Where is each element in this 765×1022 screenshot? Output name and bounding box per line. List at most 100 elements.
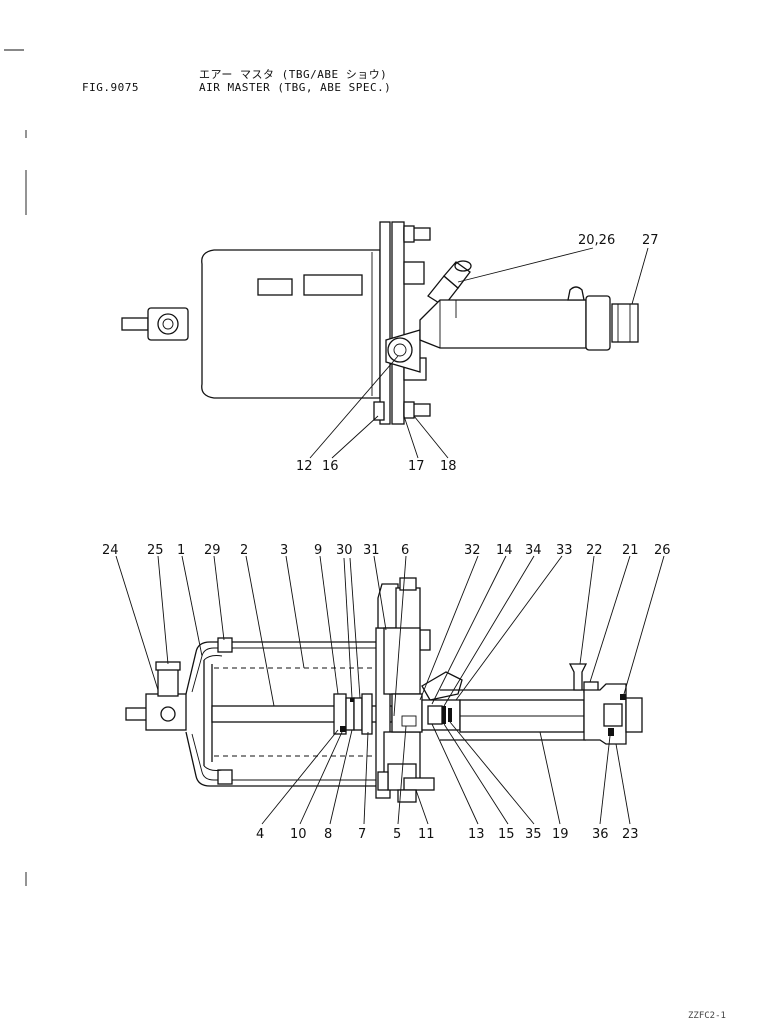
sec-seal-30b [353, 697, 363, 731]
sec-seal-36 [608, 728, 614, 736]
sec-cup-15 [442, 706, 446, 724]
air-master-exterior-view: 20,26 27 12 16 17 18 [121, 221, 659, 474]
callout-4: 4 [256, 827, 264, 842]
nut-lower [403, 401, 415, 419]
callout-22: 22 [586, 543, 603, 558]
breather-fitting [427, 260, 472, 307]
plug-12-inner [393, 343, 407, 357]
callout-27: 27 [642, 233, 659, 248]
callout-36: 36 [592, 827, 609, 842]
sec-ring-31 [361, 693, 373, 735]
callout-24: 24 [102, 543, 119, 558]
bleeder-screw [567, 286, 585, 301]
leader-30b [349, 557, 361, 699]
leader-12 [309, 355, 399, 459]
callout-10: 10 [290, 827, 307, 842]
sec-shell-inner-top [191, 647, 380, 693]
inlet-port-inner [162, 318, 174, 330]
callout-11: 11 [418, 827, 435, 842]
callout-25: 25 [147, 543, 164, 558]
callout-8: 8 [324, 827, 332, 842]
leader-16 [331, 415, 379, 459]
nameplate-small [257, 278, 293, 296]
title-japanese: エアー マスタ (TBG/ABE ショウ) [199, 68, 388, 81]
leader-14 [431, 555, 507, 705]
leader-31 [373, 555, 387, 631]
sec-seal-30a [345, 697, 355, 731]
nut-upper-mid [403, 261, 425, 285]
callout-30: 30 [336, 543, 353, 558]
leader-10 [299, 731, 343, 825]
leader-24 [115, 555, 159, 691]
callout-7: 7 [358, 827, 366, 842]
leader-30a [343, 557, 353, 699]
callout-13: 13 [468, 827, 485, 842]
leader-26 [623, 555, 665, 695]
sec-shell-outer-top [185, 641, 380, 695]
outlet-fitting-27 [611, 303, 639, 343]
leader-1 [181, 555, 203, 657]
leader-35 [449, 721, 535, 825]
sec-outlet-bore [603, 703, 623, 727]
callout-18: 18 [440, 459, 457, 474]
callout-26: 26 [654, 543, 671, 558]
leader-23 [615, 743, 631, 825]
figure-number: FIG.9075 [82, 81, 139, 94]
leader-5 [397, 725, 407, 825]
sec-upper-boss [377, 583, 399, 629]
sec-seal-26 [620, 694, 626, 700]
inlet-port-outer [157, 313, 179, 335]
leader-11 [415, 789, 429, 825]
callout-14: 14 [496, 543, 513, 558]
sec-bleeder-22 [568, 663, 588, 691]
sec-ball-24 [160, 706, 176, 722]
callout-9: 9 [314, 543, 322, 558]
sec-diaphragm-top [203, 655, 223, 661]
leader-4 [261, 729, 339, 825]
leader-7 [363, 731, 369, 825]
sec-outlet-27 [625, 697, 643, 733]
callout-35: 35 [525, 827, 542, 842]
sec-nut-upper [419, 629, 431, 651]
callout-34: 34 [525, 543, 542, 558]
flange-plate-right [391, 221, 405, 425]
margin-specks [4, 49, 27, 886]
callout-17: 17 [408, 459, 425, 474]
leader-29 [213, 555, 225, 641]
sec-nut-lower-left [377, 771, 389, 791]
sec-inlet-stub [125, 707, 149, 721]
sec-shell-outer-bottom [185, 731, 380, 787]
callout-31: 31 [363, 543, 380, 558]
nut-upper [403, 225, 415, 243]
leader-19 [539, 731, 561, 825]
sec-ring-35 [448, 708, 452, 722]
sec-stud-11 [403, 777, 435, 791]
inlet-fitting-body [147, 307, 189, 341]
callout-19: 19 [552, 827, 569, 842]
sec-inlet-body [145, 693, 187, 731]
sec-oring-30 [350, 698, 354, 702]
sec-piston-13 [427, 705, 443, 725]
leader-17 [403, 415, 419, 459]
leader-21 [589, 555, 631, 683]
callout-33: 33 [556, 543, 573, 558]
leader-22 [579, 555, 595, 665]
nameplate-large [303, 274, 363, 296]
cylinder-end-cap [585, 295, 611, 351]
leader-20-26 [457, 247, 594, 283]
callout-5: 5 [393, 827, 401, 842]
leader-8 [329, 729, 353, 825]
flange-plate-left [379, 221, 391, 425]
sec-block-5-foot [397, 789, 417, 803]
callout-3: 3 [280, 543, 288, 558]
sec-oring-10 [340, 726, 346, 732]
sec-part-7 [401, 715, 417, 727]
sec-clip-29-bottom [217, 769, 233, 785]
plug-12 [387, 337, 413, 363]
callout-6: 6 [401, 543, 409, 558]
callout-23: 23 [622, 827, 639, 842]
air-chamber-shell [201, 249, 381, 399]
leader-34 [443, 555, 535, 707]
leader-15 [443, 723, 509, 825]
